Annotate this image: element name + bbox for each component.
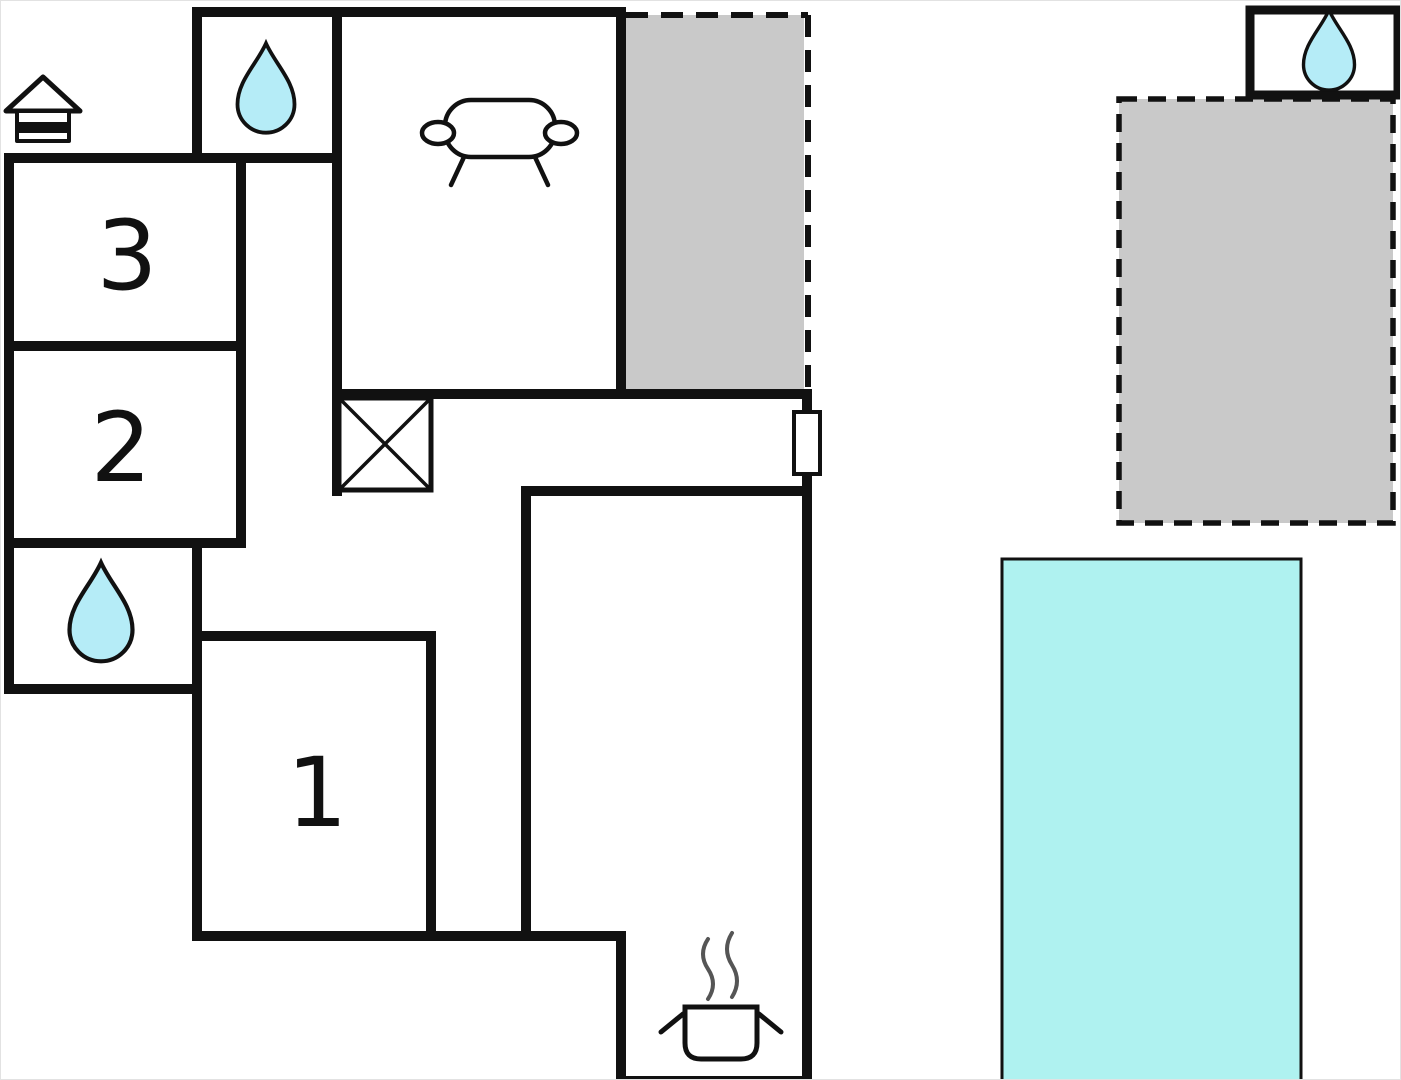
door-icon	[792, 410, 822, 476]
steam-icon	[701, 931, 739, 1001]
room-1-label: 1	[286, 737, 347, 849]
cooking-pot-icon	[658, 1004, 784, 1062]
terrace-top	[626, 15, 804, 392]
water-drop-icon-bathroom-top	[235, 41, 297, 135]
terrace-top-dashed-border	[626, 12, 811, 392]
room-3-label: 3	[96, 200, 157, 312]
wall-lines	[4, 7, 812, 1079]
water-drop-icon-annex	[70, 563, 133, 662]
sofa-icon	[419, 97, 580, 188]
room-2-label: 2	[90, 392, 151, 504]
terrace-right	[1119, 99, 1393, 523]
house-icon	[3, 74, 83, 143]
pool	[1000, 557, 1303, 1079]
stairs-cross-icon	[336, 395, 434, 493]
